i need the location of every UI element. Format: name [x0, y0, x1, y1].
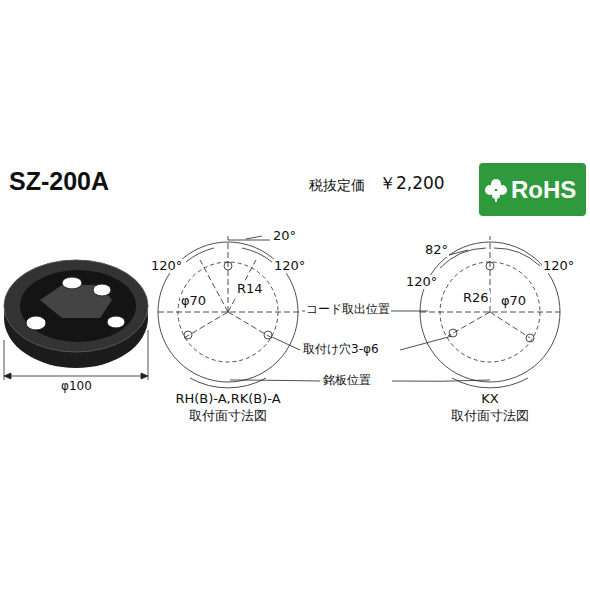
angle: 120° [273, 259, 306, 273]
dimension: R14 [236, 282, 264, 296]
leader-line [230, 236, 490, 381]
angle: 120° [150, 259, 183, 273]
badge-text: RoHS [511, 176, 576, 204]
callout: コード取出位置 [305, 303, 391, 316]
title: SZ-200A [8, 168, 110, 196]
caption: 取付面寸法図 [450, 409, 530, 423]
rohs-badge: RoHS [479, 163, 586, 216]
callout: 銘板位置 [322, 374, 372, 387]
price-value: ￥2,200 [378, 174, 446, 193]
angle: 82° [424, 243, 449, 257]
mount-diagram-right [420, 236, 560, 388]
dimension: φ100 [60, 380, 93, 393]
angle: 20° [272, 229, 297, 243]
angle: 120° [405, 275, 438, 289]
dimension-line [4, 330, 148, 380]
caption: 取付面寸法図 [188, 409, 268, 423]
angle: 120° [542, 259, 575, 273]
price-label: 税抜定価 [308, 178, 366, 193]
model-label: RH(B)-A,RK(B)-A [174, 392, 281, 406]
dimension: φ70 [500, 294, 527, 308]
clover-icon [483, 177, 509, 203]
dimension: φ70 [180, 294, 207, 308]
callout: 取付け穴3-φ6 [302, 343, 380, 356]
base-illustration [4, 260, 148, 368]
dimension: R26 [462, 291, 490, 305]
model-label: KX [480, 392, 499, 406]
